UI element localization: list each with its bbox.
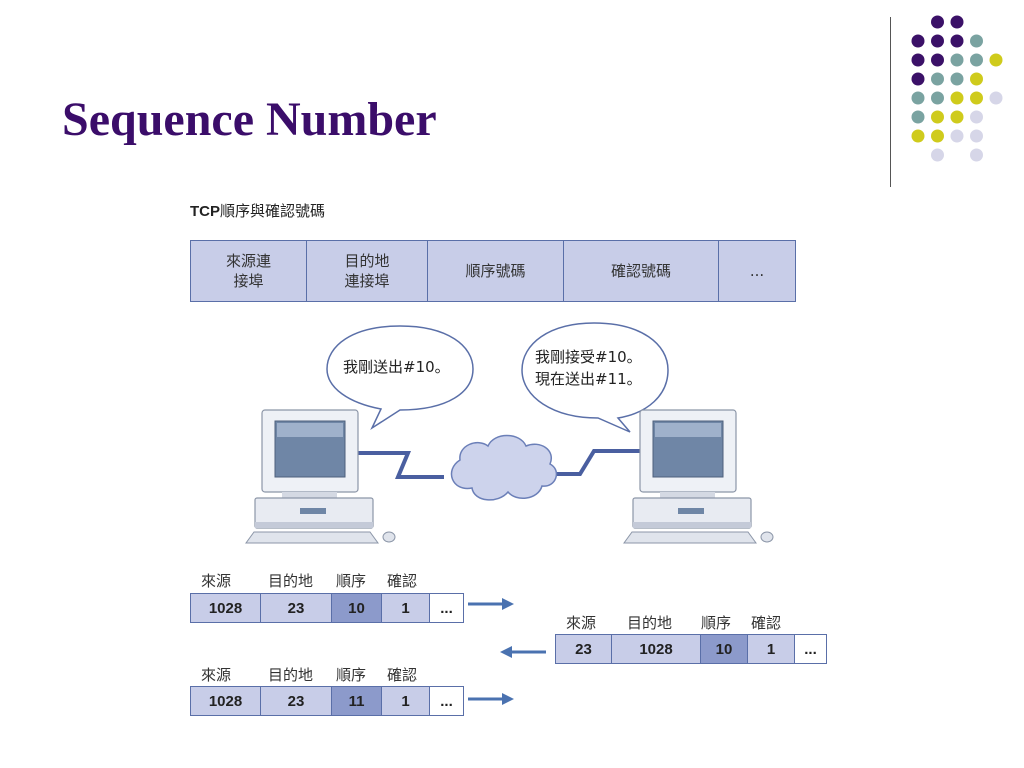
packet-2: 23 1028 10 1 ... [555, 634, 827, 664]
label-dst: 目的地 [268, 572, 314, 590]
decorative-dot [950, 129, 964, 143]
decorative-dot [911, 53, 925, 67]
packet-1-labels: 來源 目的地 順序 確認 [190, 570, 460, 590]
packet-field-src: 23 [556, 635, 612, 663]
decorative-dot [950, 15, 964, 29]
decorative-dot [970, 53, 983, 67]
decorative-dot [989, 53, 1003, 67]
decorative-dot [950, 110, 964, 124]
decorative-dot [911, 129, 925, 143]
header-field-more: ... [719, 241, 795, 301]
decorative-dot [911, 91, 925, 105]
packet-3-labels: 來源 目的地 順序 確認 [190, 664, 460, 684]
decorative-dot [931, 53, 944, 67]
label-dst: 目的地 [268, 666, 314, 684]
packet-1: 1028 23 10 1 ... [190, 593, 464, 623]
right-network-link [546, 449, 646, 476]
packet-3: 1028 23 11 1 ... [190, 686, 464, 716]
left-network-link [356, 451, 444, 479]
decorative-dot [911, 72, 925, 86]
divider-line [890, 17, 891, 187]
label-ack: 確認 [387, 572, 418, 590]
decorative-dot [931, 72, 944, 86]
packet-field-more: ... [430, 687, 463, 715]
decorative-dot [911, 34, 925, 48]
diagram-caption: TCP順序與確認號碼 [190, 200, 325, 221]
packet-field-dst: 23 [261, 687, 332, 715]
header-field-ack-number: 確認號碼 [564, 241, 719, 301]
decorative-dot [970, 72, 983, 86]
slide-title: Sequence Number [62, 93, 437, 146]
left-computer-icon [245, 409, 396, 544]
label-ack: 確認 [751, 614, 782, 632]
header-field-dst-port: 目的地連接埠 [307, 241, 428, 301]
decorative-dot [931, 110, 944, 124]
decorative-dot [911, 110, 925, 124]
label-src: 來源 [201, 572, 232, 590]
packet-field-ack: 1 [748, 635, 795, 663]
left-speech-bubble [326, 325, 474, 431]
decorative-dot [950, 91, 964, 105]
label-src: 來源 [566, 614, 597, 632]
decorative-dot [931, 129, 944, 143]
packet-field-seq: 10 [701, 635, 748, 663]
decorative-dot [970, 129, 983, 143]
right-computer-icon [623, 409, 774, 544]
label-src: 來源 [201, 666, 232, 684]
decorative-dot [970, 110, 983, 124]
decorative-dot-grid [911, 15, 1003, 162]
decorative-dot [931, 15, 944, 29]
arrow-left [500, 646, 546, 658]
tcp-header-bar: 來源連接埠 目的地連接埠 順序號碼 確認號碼 ... [190, 240, 796, 302]
packet-2-labels: 來源 目的地 順序 確認 [555, 612, 825, 632]
decorative-dot [950, 53, 964, 67]
right-bubble-text: 我剛接受#10。現在送出#11。 [535, 348, 642, 388]
decorative-dot [970, 148, 983, 162]
packet-field-dst: 1028 [612, 635, 701, 663]
decorative-dot [970, 34, 983, 48]
arrow-right-1 [468, 598, 514, 610]
packet-field-seq: 10 [332, 594, 382, 622]
label-ack: 確認 [387, 666, 418, 684]
caption-suffix: 順序與確認號碼 [220, 202, 326, 220]
decorative-dot [931, 91, 944, 105]
decorative-dot [950, 34, 964, 48]
arrow-right-2 [468, 693, 514, 705]
decorative-dot [950, 72, 964, 86]
right-speech-bubble [521, 322, 669, 433]
left-bubble-text: 我剛送出#10。 [343, 358, 450, 376]
packet-field-ack: 1 [382, 594, 430, 622]
packet-field-ack: 1 [382, 687, 430, 715]
header-field-src-port: 來源連接埠 [191, 241, 307, 301]
packet-field-more: ... [430, 594, 463, 622]
packet-field-dst: 23 [261, 594, 332, 622]
packet-field-seq: 11 [332, 687, 382, 715]
cloud-icon [450, 434, 558, 501]
decorative-dot [970, 91, 983, 105]
packet-field-more: ... [795, 635, 826, 663]
decorative-dot [931, 148, 944, 162]
decorative-dot [989, 91, 1003, 105]
label-seq: 順序 [336, 666, 367, 684]
label-dst: 目的地 [627, 614, 673, 632]
header-field-seq-number: 順序號碼 [428, 241, 564, 301]
decorative-dot [931, 34, 944, 48]
caption-prefix: TCP [190, 203, 220, 220]
label-seq: 順序 [336, 572, 367, 590]
packet-field-src: 1028 [191, 594, 261, 622]
label-seq: 順序 [701, 614, 732, 632]
packet-field-src: 1028 [191, 687, 261, 715]
